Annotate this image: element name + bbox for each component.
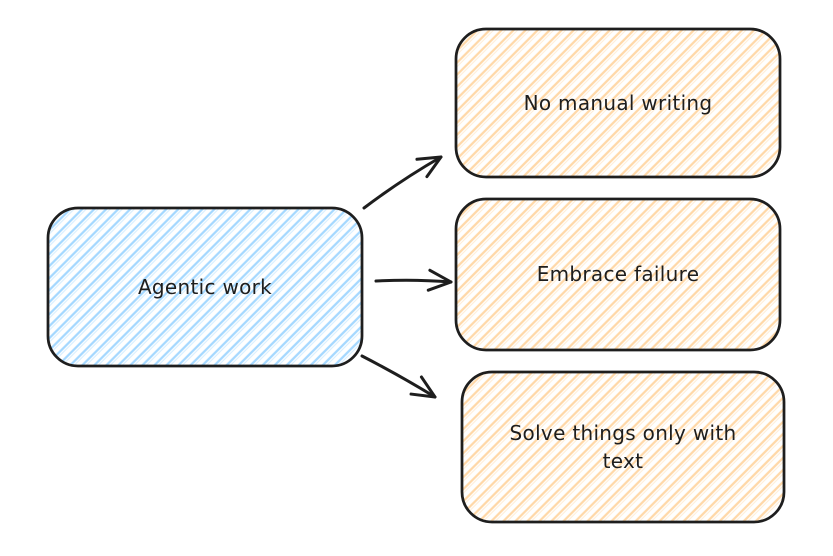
node-embrace-failure: Embrace failure	[454, 197, 782, 352]
solve-with-text-label-line2: text	[603, 449, 644, 473]
node-no-manual-writing: No manual writing	[454, 27, 782, 179]
agentic-work-label: Agentic work	[138, 275, 272, 299]
no-manual-writing-label: No manual writing	[524, 91, 713, 115]
node-agentic-work: Agentic work	[46, 206, 364, 368]
solve-with-text-label-line1: Solve things only with	[510, 421, 737, 445]
no-manual-writing-box	[454, 27, 782, 179]
arrow-to-solve-with-text	[360, 354, 437, 399]
solve-with-text-box	[460, 370, 786, 524]
arrow-to-embrace-failure	[374, 268, 453, 292]
node-solve-with-text: Solve things only with text	[460, 370, 786, 524]
embrace-failure-box	[454, 197, 782, 352]
arrow-to-no-manual-writing	[362, 155, 443, 210]
agentic-work-box	[46, 206, 364, 368]
embrace-failure-label: Embrace failure	[537, 262, 700, 286]
